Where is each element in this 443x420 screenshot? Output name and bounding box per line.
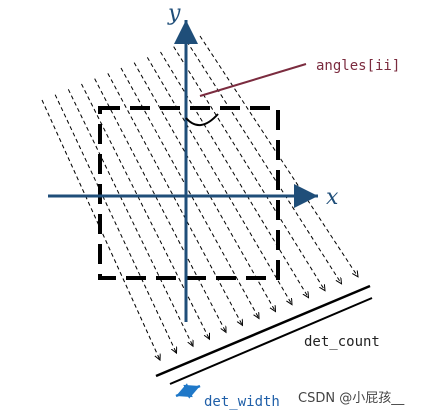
ray-line	[133, 62, 275, 312]
ray-line	[94, 78, 226, 333]
angle-leader-line	[199, 63, 307, 97]
ray-line	[146, 57, 292, 304]
ray-line	[120, 67, 259, 318]
ray-line	[173, 46, 325, 291]
object-square	[98, 106, 280, 280]
watermark: CSDN @小屁孩__	[298, 391, 405, 406]
angle-arc	[185, 113, 219, 126]
ray-line	[199, 35, 358, 277]
ray-line	[67, 89, 193, 346]
det-count-label: det_count	[304, 334, 380, 350]
ray-line	[81, 83, 210, 339]
angle-label: angles[ii]	[316, 58, 400, 74]
det-width-arrow	[175, 383, 201, 399]
ray-line	[160, 51, 309, 298]
parallel-rays	[41, 35, 358, 360]
ray-line	[54, 94, 176, 354]
axis-label-x: x	[326, 185, 339, 210]
ray-line	[107, 73, 243, 325]
axis-label-y: y	[167, 1, 181, 26]
det-width-label: det_width	[204, 394, 280, 410]
detector-line	[155, 284, 371, 378]
ray-line	[186, 41, 342, 283]
det-count-arrow	[169, 297, 373, 385]
